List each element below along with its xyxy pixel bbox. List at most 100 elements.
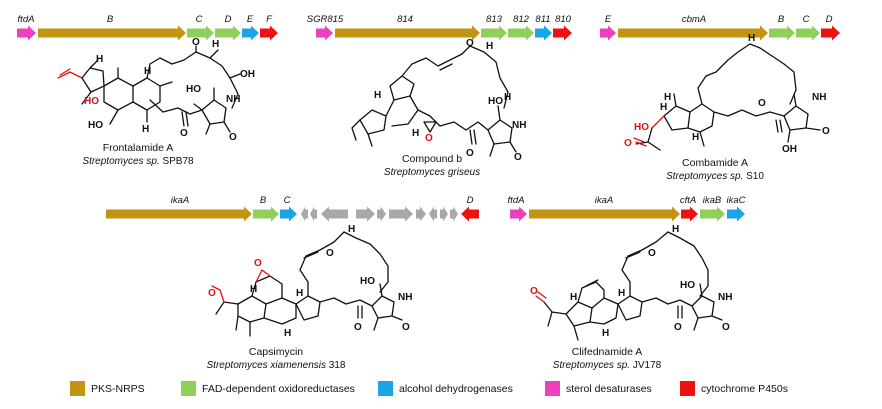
atom-H3: H xyxy=(142,124,149,135)
gene-label-ftdA: ftdA xyxy=(18,14,35,25)
gene-arrow-814 xyxy=(335,25,480,41)
gene-arrow-C xyxy=(280,206,297,222)
gene-label-ikaA: ikaA xyxy=(171,195,189,206)
atom-H3: H xyxy=(296,288,303,299)
gene-label-C: C xyxy=(284,195,291,206)
legend-swatch-adh xyxy=(378,381,393,396)
gene-label-D: D xyxy=(467,195,474,206)
atom-H1: H xyxy=(374,90,381,101)
atom-NH: NH xyxy=(398,292,412,303)
legend-swatch-fad xyxy=(181,381,196,396)
atom-H3: H xyxy=(692,132,699,143)
gene-label-814: 814 xyxy=(397,14,413,25)
species-name: Streptomyces xiamenensis 318 xyxy=(207,360,346,371)
gene-label-ftdA: ftdA xyxy=(508,195,525,206)
gene-label-811: 811 xyxy=(535,14,550,25)
legend-swatch-pks-nrps xyxy=(70,381,85,396)
gene-arrow-813 xyxy=(481,25,507,41)
atom-NH-macro: H xyxy=(212,39,219,50)
species-name: Streptomyces sp. JV178 xyxy=(553,360,662,371)
legend-item-pks-nrps: PKS-NRPS xyxy=(70,381,145,396)
cluster-clifednamide: ftdA ikaA cftA ikaB ikaC H xyxy=(508,195,746,371)
gene-arrow-unl-9 xyxy=(440,206,448,222)
atom-O-red: O xyxy=(530,286,538,297)
gene-arrow-ftdA xyxy=(17,25,36,41)
atom-O-top: O xyxy=(192,37,200,48)
atom-H1: H xyxy=(570,292,577,303)
compound-name: Frontalamide A xyxy=(103,142,174,154)
atom-O-lactam: O xyxy=(722,322,730,333)
gene-label-cbmA: cbmA xyxy=(682,14,706,25)
legend-item-fad: FAD-dependent oxidoreductases xyxy=(181,381,355,396)
atom-H1: H xyxy=(96,54,103,65)
atom-O-lactam: O xyxy=(229,132,237,143)
atom-NH-macro: H xyxy=(748,33,755,44)
gene-label-B: B xyxy=(107,14,114,25)
atom-O-lactam: O xyxy=(822,126,830,137)
atom-H3: H xyxy=(618,288,625,299)
atom-O-ketone: O xyxy=(758,98,766,109)
atom-H3: H xyxy=(504,92,511,103)
gene-arrow-B xyxy=(38,25,186,41)
atom-H2: H xyxy=(284,328,291,339)
gene-arrow-C xyxy=(187,25,214,41)
gene-label-SGR815: SGR815 xyxy=(307,14,344,25)
atom-H1: H xyxy=(250,284,257,295)
gene-label-C: C xyxy=(803,14,810,25)
gene-arrow-D xyxy=(461,206,479,222)
legend-swatch-p450 xyxy=(680,381,695,396)
gene-label-ikaA: ikaA xyxy=(595,195,613,206)
gene-arrow-unl-3 xyxy=(321,206,348,222)
legend-label-p450: cytochrome P450s xyxy=(701,383,788,395)
legend: PKS-NRPS FAD-dependent oxidoreductases a… xyxy=(70,381,788,396)
atom-O-epoxide: O xyxy=(254,258,262,269)
legend-label-adh: alcohol dehydrogenases xyxy=(399,383,513,395)
gene-arrow-E xyxy=(242,25,259,41)
atom-N-macro: H xyxy=(348,224,355,235)
atom-O-ketone: O xyxy=(354,322,362,333)
cluster-compound-b: SGR815 814 813 812 811 810 O xyxy=(307,14,572,178)
gene-label-E: E xyxy=(605,14,612,25)
atom-HO-red: HO xyxy=(634,122,649,133)
atom-N-macro: H xyxy=(672,224,679,235)
gene-label-D: D xyxy=(826,14,833,25)
atom-H2: H xyxy=(664,92,671,103)
gene-arrow-D xyxy=(215,25,241,41)
atom-O-methoxy: O xyxy=(208,288,216,299)
gene-label-ikaB: ikaB xyxy=(703,195,722,206)
gene-label-ikaC: ikaC xyxy=(726,195,745,206)
gene-label-D: D xyxy=(225,14,232,25)
gene-label-C: C xyxy=(196,14,203,25)
atom-O-ketone: O xyxy=(180,128,188,139)
gene-arrow-ikaA xyxy=(529,206,680,222)
gene-arrow-unl-5 xyxy=(377,206,386,222)
gene-arrow-B xyxy=(769,25,795,41)
structure-compound-b: O H HO NH O O O H H H xyxy=(351,38,526,163)
gene-label-F: F xyxy=(266,14,273,25)
gene-arrow-unl-4 xyxy=(356,206,375,222)
gene-arrow-811 xyxy=(535,25,552,41)
gene-arrow-unl-10 xyxy=(450,206,458,222)
legend-item-adh: alcohol dehydrogenases xyxy=(378,381,513,396)
atom-O-red: O xyxy=(624,138,632,149)
atom-H2: H xyxy=(144,66,151,77)
gene-arrow-unl-2 xyxy=(310,206,317,222)
structure-capsimycin: H O HO NH O O O O H H H xyxy=(208,224,412,339)
gene-arrow-812 xyxy=(508,25,534,41)
structure-clifednamide: H O HO NH O O O H H H xyxy=(530,224,732,341)
atom-HO: HO xyxy=(360,276,375,287)
gene-arrow-unl-1 xyxy=(301,206,308,222)
atom-HO-lower: HO xyxy=(88,120,103,131)
gene-label-813: 813 xyxy=(486,14,503,25)
atom-H2: H xyxy=(412,128,419,139)
legend-swatch-sterol xyxy=(545,381,560,396)
structure-combamide: H O NH O OH HO O H H H xyxy=(624,33,830,155)
species-name: Streptomyces sp. SPB78 xyxy=(82,156,194,167)
legend-label-pks-nrps: PKS-NRPS xyxy=(91,383,145,395)
gene-arrow-unl-7 xyxy=(416,206,426,222)
atom-NH: NH xyxy=(512,120,526,131)
atom-O-ketone: O xyxy=(674,322,682,333)
compound-name: Compound b xyxy=(402,153,462,165)
gene-arrow-ikaB xyxy=(700,206,725,222)
atom-OH: OH xyxy=(782,144,797,155)
